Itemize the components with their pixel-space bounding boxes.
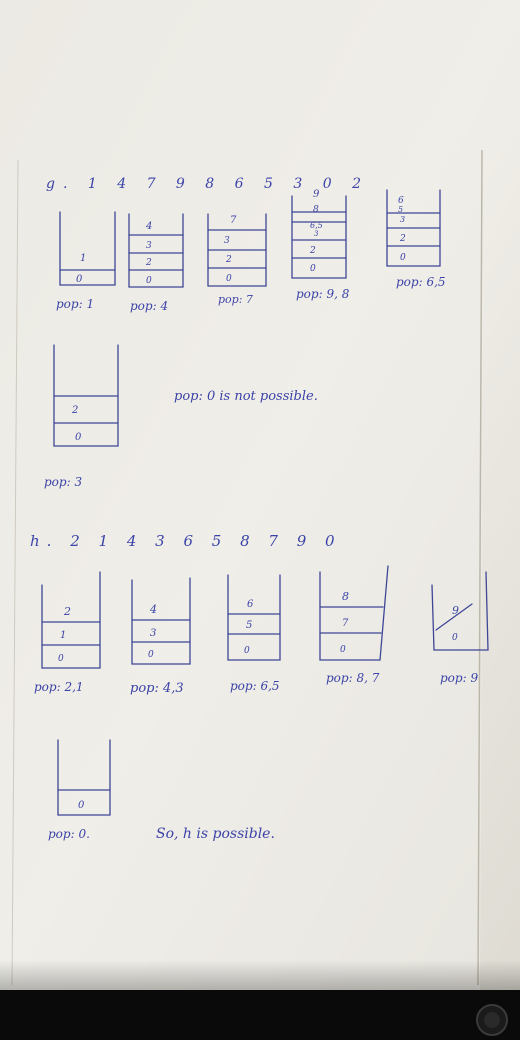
conclusion-h: So, h is possible.	[156, 826, 275, 842]
stack-h3-cell: 5	[246, 620, 252, 631]
stack-g2-cell: 2	[145, 258, 152, 268]
stack-h1-pop: pop: 2,1	[34, 680, 84, 694]
stack-g4-cell: 6,5	[310, 221, 323, 230]
stack-g1-pop: pop: 1	[56, 297, 94, 311]
stack-h-last: 0 pop: 0.	[48, 739, 111, 841]
stack-g3-cell: 7	[230, 215, 237, 226]
stack-g3-pop: pop: 7	[218, 293, 253, 306]
stack-g1: 1 0 pop: 1	[56, 211, 116, 311]
stack-h3-pop: pop: 6,5	[230, 679, 280, 693]
stack-g-last-cell: 2	[71, 405, 78, 416]
stack-g2-pop: pop: 4	[130, 299, 168, 313]
stack-g3-cell: 0	[226, 274, 232, 284]
stack-g2-cell: 0	[146, 276, 152, 286]
stack-h4-cell: 7	[342, 618, 349, 629]
stack-g-last: 2 0 pop: 3	[44, 344, 119, 489]
stack-g5: 6 5 3 2 0 pop: 6,5	[386, 189, 446, 289]
sequence-g: g. 1 4 7 9 8 6 5 3 0 2	[46, 176, 369, 192]
stack-h2: 4 3 0 pop: 4,3	[130, 577, 191, 696]
stack-g4-pop: pop: 9, 8	[296, 287, 350, 301]
stack-g2-cell: 4	[145, 221, 152, 232]
stack-g1-cell: 1	[80, 253, 86, 264]
stack-h2-pop: pop: 4,3	[130, 681, 184, 696]
stack-g5-cell: 3	[400, 215, 405, 224]
stack-g2: 4 3 2 0 pop: 4	[128, 213, 184, 313]
stack-g3-cell: 3	[224, 236, 230, 246]
stack-h2-cell: 4	[149, 603, 157, 616]
stack-g4-cell: 3	[314, 230, 319, 238]
stack-g5-pop: pop: 6,5	[396, 275, 446, 289]
stack-g1-cell: 0	[76, 274, 83, 285]
stack-h5: 9 0 pop: 9	[431, 571, 489, 685]
stack-h5-cell: 0	[452, 633, 458, 643]
stack-g4-cell: 2	[309, 246, 316, 256]
stack-h5-pop: pop: 9	[440, 671, 478, 685]
stack-h-last-pop: pop: 0.	[48, 827, 90, 841]
stack-h4-cell: 0	[340, 645, 346, 655]
stack-h4-pop: pop: 8, 7	[326, 671, 380, 685]
stack-g3: 7 3 2 0 pop: 7	[207, 213, 267, 306]
stack-h3-cell: 6	[247, 599, 254, 610]
sequence-h: h. 2 1 4 3 6 5 8 7 9 0	[30, 532, 342, 550]
stack-g5-cell: 0	[400, 253, 406, 263]
stack-g5-cell: 2	[399, 234, 406, 244]
stack-g4: 9 8 6,5 3 2 0 pop: 9, 8	[291, 189, 350, 301]
watermark-logo	[476, 1004, 508, 1036]
stack-h-last-cell: 0	[78, 800, 85, 811]
stack-h1-cell: 1	[60, 630, 66, 641]
stack-g2-cell: 3	[146, 241, 152, 251]
stack-h1: 2 1 0 pop: 2,1	[34, 571, 101, 694]
stack-h3-cell: 0	[244, 646, 250, 656]
stack-g4-cell: 0	[310, 264, 316, 274]
note-g: pop: 0 is not possible.	[174, 389, 318, 404]
notebook-page	[0, 0, 520, 990]
stack-h3: 6 5 0 pop: 6,5	[227, 574, 281, 693]
stack-h1-cell: 0	[58, 654, 64, 664]
stack-g-last-cell: 0	[75, 432, 82, 443]
stack-h5-cell: 9	[452, 604, 459, 617]
stack-h2-cell: 0	[148, 650, 154, 660]
stack-h4-cell: 8	[342, 590, 349, 603]
stack-g4-cell: 8	[313, 205, 319, 215]
stack-g3-cell: 2	[225, 255, 232, 265]
stack-g5-cell: 5	[398, 205, 403, 214]
stack-g5-cell: 6	[398, 196, 404, 206]
stack-h4: 8 7 0 pop: 8, 7	[319, 565, 389, 685]
stack-h2-cell: 3	[150, 628, 156, 639]
stack-g4-cell: 9	[313, 189, 320, 200]
stack-g-last-pop: pop: 3	[44, 475, 82, 489]
stack-h1-cell: 2	[63, 605, 71, 618]
